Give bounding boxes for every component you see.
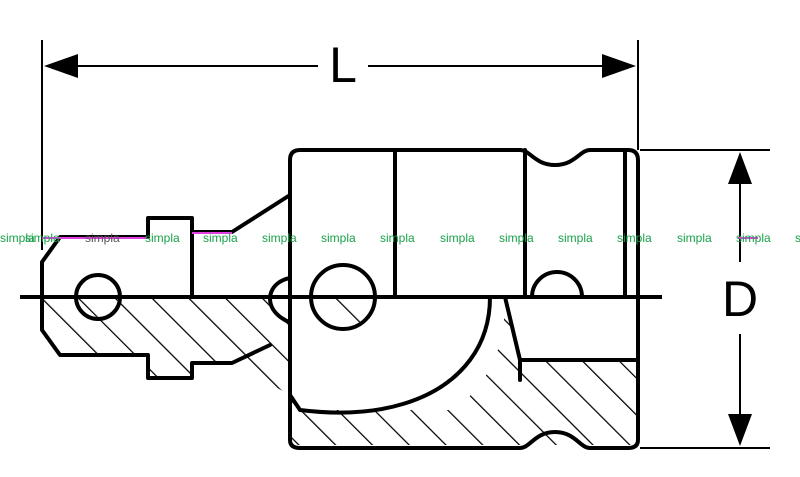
watermark-text: simpla — [85, 231, 120, 245]
watermark-text: simpla — [795, 231, 800, 245]
watermark-text: simpla — [321, 231, 356, 245]
watermark-text: simpla — [499, 231, 534, 245]
dimension-L-label: L — [329, 37, 357, 93]
watermark-text: simpla — [203, 231, 238, 245]
watermark-text: simpla — [440, 231, 475, 245]
watermark-text: simpla — [380, 231, 415, 245]
square-drive-outline — [40, 295, 272, 380]
socket-body-bottom — [288, 295, 640, 450]
dimension-D: D — [722, 152, 758, 446]
watermark-text: simpla — [617, 231, 652, 245]
joint-pin — [268, 276, 292, 324]
watermark-text: simpla — [145, 231, 180, 245]
detent-ball — [530, 270, 584, 299]
dimension-L: L — [44, 37, 636, 93]
dimension-D-label: D — [722, 271, 758, 327]
watermark-text: simpla — [0, 231, 35, 245]
watermark-text: simpla — [736, 231, 771, 245]
watermark-text: simpla — [25, 231, 60, 245]
square-drive-top — [40, 193, 292, 299]
drive-ball-hatch — [78, 297, 118, 317]
socket-body-top — [288, 148, 640, 299]
watermark-row: simpla simpla simpla simpla simpla simpl… — [0, 231, 800, 245]
watermark-text: simpla — [262, 231, 297, 245]
joint-ball-hatch — [313, 297, 373, 327]
watermark-text: simpla — [558, 231, 593, 245]
watermark-text: simpla — [677, 231, 712, 245]
inner-cavity — [288, 295, 492, 415]
